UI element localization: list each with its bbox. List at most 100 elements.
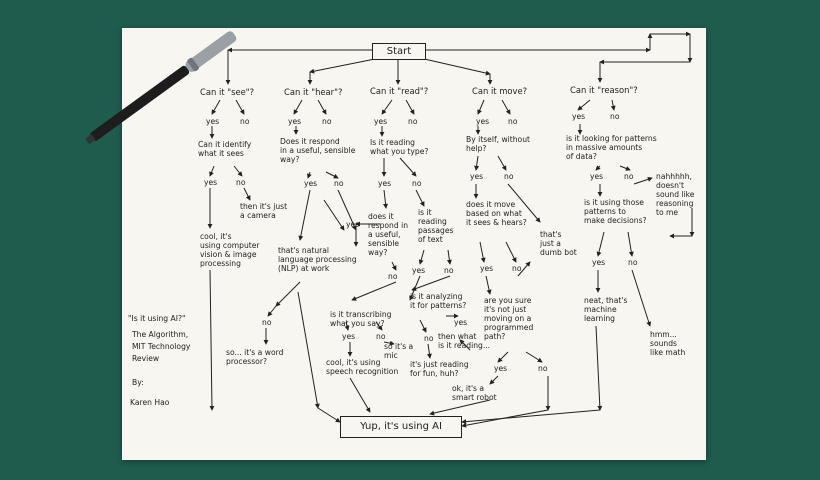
- see-question: Can it "see"?: [200, 87, 255, 97]
- connector-line: [474, 155, 480, 171]
- connector-line: [479, 241, 486, 263]
- read-typing-yes: yes: [378, 179, 392, 188]
- read-respond-no: no: [388, 272, 398, 281]
- connector-line: [507, 183, 541, 223]
- connector-line: [419, 57, 491, 76]
- read-typing-question: Is it reading what you type?: [370, 138, 429, 156]
- connector-line: [399, 157, 417, 177]
- data-patterns-no: no: [624, 172, 634, 181]
- transcribing-yes: yes: [342, 332, 356, 341]
- connector-line: [317, 99, 327, 115]
- connector-line: [233, 165, 243, 177]
- connector-line: [309, 57, 381, 74]
- connector-line: [297, 291, 320, 409]
- see-identify-yes: yes: [204, 178, 218, 187]
- connector-line: [275, 281, 301, 307]
- attribution-source-1: The Algorithm,: [132, 330, 189, 339]
- connector-line: [267, 305, 277, 317]
- connector-line: [633, 176, 653, 185]
- decisions-no: no: [628, 258, 638, 267]
- hear-respond-question: Does it respond in a useful, sensible wa…: [280, 137, 356, 164]
- connector-line: [405, 99, 415, 115]
- computer-vision-result: cool, it's using computer vision & image…: [200, 232, 260, 268]
- attribution-title: "Is it using AI?": [128, 314, 186, 323]
- connector-line: [426, 343, 432, 359]
- attribution-source-3: Review: [132, 354, 160, 363]
- see-yes: yes: [206, 117, 220, 126]
- connector-line: [383, 189, 389, 209]
- reading-fun-result: it's just reading for fun, huh?: [410, 360, 469, 378]
- connector-line: [323, 199, 345, 231]
- reason-question: Can it "reason"?: [570, 85, 638, 95]
- connector-line: [209, 165, 215, 177]
- connector-line: [497, 351, 509, 363]
- programmed-path-no: no: [538, 364, 548, 373]
- connector-line: [627, 231, 634, 257]
- hear-no: no: [322, 117, 332, 126]
- connector-line: [211, 99, 221, 115]
- connector-line: [325, 171, 339, 179]
- connector-line: [577, 99, 591, 111]
- read-respond-yes: yes: [346, 220, 360, 229]
- connector-line: [419, 319, 427, 333]
- connector-line: [306, 171, 312, 179]
- see-identify-no: no: [236, 178, 246, 187]
- connector-line: [383, 340, 395, 346]
- reading-what-question: then what is it reading...: [438, 332, 491, 350]
- connector-line: [293, 99, 303, 115]
- connector-line: [446, 249, 452, 265]
- connector-line: [497, 155, 507, 171]
- move-senses-yes: yes: [480, 264, 494, 273]
- connector-line: [344, 321, 350, 331]
- connector-line: [381, 99, 393, 115]
- move-senses-question: does it move based on what it sees & hea…: [466, 200, 527, 227]
- machine-learning-result: neat, that's machine learning: [584, 296, 628, 323]
- connector-line: [619, 165, 631, 171]
- read-respond-question: does it respond in a useful, sensible wa…: [368, 212, 409, 257]
- connector-line: [459, 339, 471, 351]
- patterns-yes: yes: [454, 318, 468, 327]
- connector-line: [489, 375, 499, 385]
- start-box: Start: [372, 43, 426, 60]
- read-question: Can it "read"?: [370, 86, 429, 96]
- speech-recognition-result: cool, it's using speech recognition: [326, 358, 399, 376]
- transcribing-no: no: [376, 332, 386, 341]
- reason-yes: yes: [572, 112, 586, 121]
- camera-result: then it's just a camera: [240, 202, 288, 220]
- see-no: no: [240, 117, 250, 126]
- nlp-result: that's natural language processing (NLP)…: [278, 246, 357, 273]
- word-processor-result: so... it's a word processor?: [226, 348, 284, 366]
- mic-result: so it's a mic: [384, 342, 414, 360]
- read-passages-no: no: [444, 266, 454, 275]
- connector-line: [415, 189, 425, 207]
- move-no: no: [508, 117, 518, 126]
- connector-line: [595, 325, 603, 411]
- connector-line: [349, 377, 371, 413]
- connector-line: [631, 269, 652, 327]
- connector-line: [375, 321, 383, 331]
- move-question: Can it move?: [472, 86, 528, 96]
- move-self-question: By itself, without help?: [466, 135, 530, 153]
- math-result: hmm... sounds like math: [650, 330, 686, 357]
- move-yes: yes: [476, 117, 490, 126]
- attribution-author: Karen Hao: [130, 398, 170, 407]
- connector-line: [351, 281, 397, 301]
- reason-no: no: [610, 112, 620, 121]
- connector-line: [243, 187, 251, 201]
- hear-question: Can it "hear"?: [284, 87, 343, 97]
- data-patterns-yes: yes: [590, 172, 604, 181]
- connector-line: [596, 231, 605, 257]
- data-patterns-question: is it looking for patterns in massive am…: [566, 134, 657, 161]
- connector-line: [501, 99, 511, 115]
- end-box: Yup, it's using AI: [340, 416, 462, 438]
- connector-line: [337, 189, 357, 231]
- read-typing-no: no: [412, 179, 422, 188]
- connector-line: [505, 241, 517, 263]
- hear-respond-no: no: [334, 179, 344, 188]
- connector-line: [461, 409, 601, 425]
- connector-line: [411, 275, 451, 291]
- connector-line: [418, 249, 425, 265]
- move-self-no: no: [504, 172, 514, 181]
- connector-line: [391, 261, 397, 271]
- read-no: no: [408, 117, 418, 126]
